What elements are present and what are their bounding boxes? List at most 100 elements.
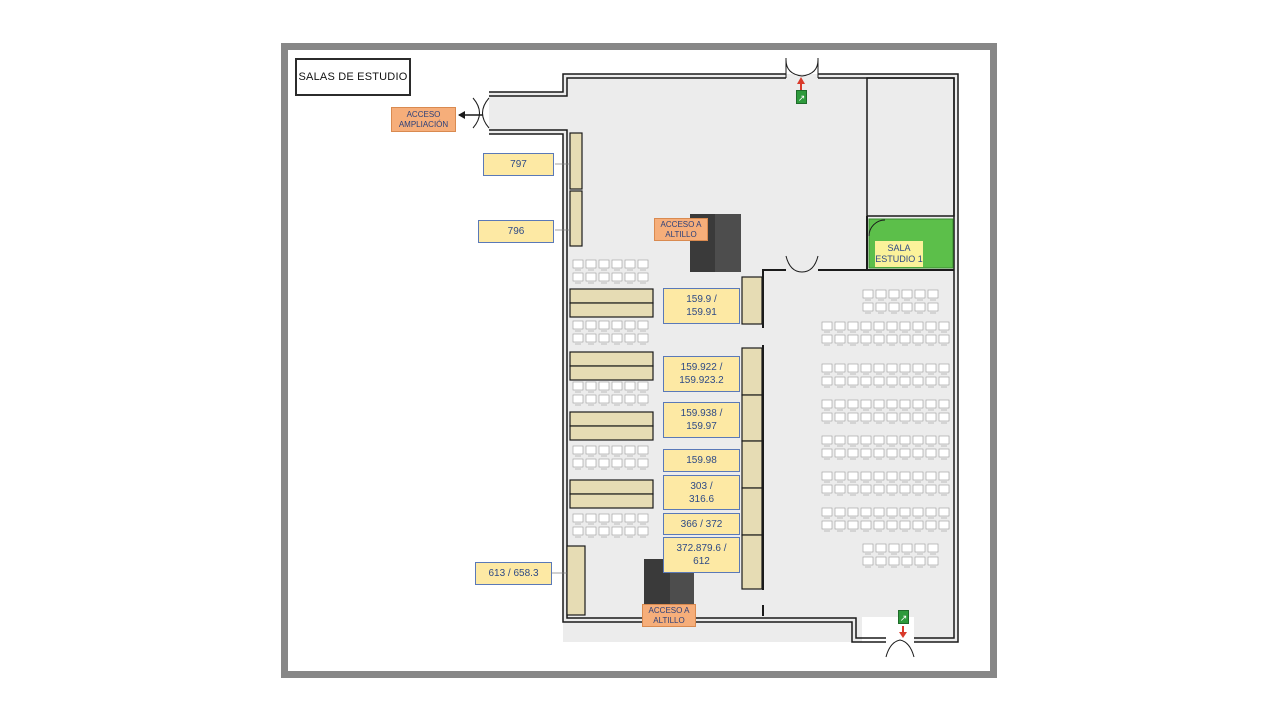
- study-table-icon: [598, 526, 610, 536]
- emergency-exit-icon: ↗: [796, 90, 807, 104]
- shelf-label-372-879[interactable]: 372.879.6 / 612: [663, 537, 740, 573]
- shelf-label-796[interactable]: 796: [478, 220, 554, 243]
- shelf-label-159-98[interactable]: 159.98: [663, 449, 740, 472]
- study-table-icon: [912, 507, 924, 517]
- study-table-icon: [572, 458, 584, 468]
- study-table-icon: [873, 321, 885, 331]
- study-table-icon: [873, 520, 885, 530]
- study-table-icon: [912, 376, 924, 386]
- shelf-label-797[interactable]: 797: [483, 153, 554, 176]
- study-table-icon: [862, 556, 874, 566]
- shelf-label-613[interactable]: 613 / 658.3: [475, 562, 552, 585]
- study-table-icon: [927, 556, 939, 566]
- study-table-icon: [821, 321, 833, 331]
- study-table-icon: [611, 333, 623, 343]
- study-table-icon: [873, 376, 885, 386]
- outer-walls: [489, 73, 959, 643]
- access-altillo-bottom-label[interactable]: ACCESO A ALTILLO: [642, 604, 696, 627]
- study-table-icon: [834, 321, 846, 331]
- study-table-icon: [611, 381, 623, 391]
- study-table-icon: [847, 507, 859, 517]
- study-table-icon: [925, 471, 937, 481]
- study-table-icon: [888, 543, 900, 553]
- study-table-icon: [888, 556, 900, 566]
- shelf-label-303[interactable]: 303 / 316.6: [663, 475, 740, 510]
- study-table-icon: [901, 543, 913, 553]
- shelf-label-159-938[interactable]: 159.938 / 159.97: [663, 402, 740, 438]
- study-table-icon: [938, 412, 950, 422]
- study-table-icon: [860, 448, 872, 458]
- shelf-label-366[interactable]: 366 / 372: [663, 513, 740, 535]
- study-table-icon: [914, 556, 926, 566]
- study-table-icon: [912, 448, 924, 458]
- study-table-icon: [873, 363, 885, 373]
- study-table-icon: [572, 381, 584, 391]
- study-table-icon: [860, 399, 872, 409]
- study-table-icon: [572, 320, 584, 330]
- access-ampliacion-label[interactable]: ACCESO AMPLIACIÓN: [391, 107, 456, 132]
- study-table-icon: [624, 320, 636, 330]
- study-table-icon: [914, 289, 926, 299]
- study-table-icon: [821, 399, 833, 409]
- study-table-icon: [572, 333, 584, 343]
- study-table-icon: [821, 471, 833, 481]
- study-table-icon: [938, 435, 950, 445]
- study-table-icon: [875, 556, 887, 566]
- study-table-group-left: [572, 259, 649, 538]
- study-table-icon: [847, 435, 859, 445]
- study-table-icon: [611, 394, 623, 404]
- study-table-icon: [585, 333, 597, 343]
- study-table-icon: [834, 484, 846, 494]
- study-table-icon: [572, 259, 584, 269]
- study-table-icon: [611, 445, 623, 455]
- study-table-icon: [847, 484, 859, 494]
- shelving: [566, 132, 763, 616]
- study-table-icon: [821, 376, 833, 386]
- study-table-icon: [873, 399, 885, 409]
- study-table-icon: [821, 507, 833, 517]
- study-table-icon: [886, 399, 898, 409]
- study-table-icon: [637, 513, 649, 523]
- study-table-icon: [899, 507, 911, 517]
- study-table-icon: [847, 471, 859, 481]
- study-table-icon: [598, 458, 610, 468]
- study-table-icon: [598, 320, 610, 330]
- study-table-icon: [598, 445, 610, 455]
- study-table-icon: [938, 376, 950, 386]
- study-table-icon: [912, 484, 924, 494]
- study-table-icon: [899, 376, 911, 386]
- study-table-icon: [611, 320, 623, 330]
- sala-estudio-1-label[interactable]: SALA ESTUDIO 1: [875, 241, 923, 267]
- study-table-icon: [886, 334, 898, 344]
- study-table-icon: [888, 289, 900, 299]
- shelf-label-159-922[interactable]: 159.922 / 159.923.2: [663, 356, 740, 392]
- study-table-icon: [821, 435, 833, 445]
- study-table-icon: [925, 484, 937, 494]
- study-table-icon: [873, 484, 885, 494]
- study-table-icon: [860, 376, 872, 386]
- study-table-icon: [938, 321, 950, 331]
- study-table-icon: [873, 448, 885, 458]
- plan-title: SALAS DE ESTUDIO: [295, 58, 411, 96]
- study-table-icon: [912, 334, 924, 344]
- study-table-icon: [925, 363, 937, 373]
- study-table-icon: [585, 320, 597, 330]
- study-table-icon: [860, 321, 872, 331]
- access-altillo-top-label[interactable]: ACCESO A ALTILLO: [654, 218, 708, 241]
- double-door-icon: [472, 58, 915, 658]
- study-table-icon: [938, 471, 950, 481]
- study-table-icon: [899, 448, 911, 458]
- study-table-icon: [873, 507, 885, 517]
- study-table-icon: [821, 363, 833, 373]
- study-table-icon: [886, 376, 898, 386]
- study-table-icon: [873, 435, 885, 445]
- exit-arrow-icon: [797, 77, 907, 638]
- study-table-icon: [834, 363, 846, 373]
- study-table-icon: [925, 507, 937, 517]
- study-table-icon: [637, 394, 649, 404]
- study-table-icon: [899, 363, 911, 373]
- study-table-icon: [624, 381, 636, 391]
- study-table-icon: [914, 302, 926, 312]
- study-table-icon: [914, 543, 926, 553]
- shelf-label-159-9[interactable]: 159.9 / 159.91: [663, 288, 740, 324]
